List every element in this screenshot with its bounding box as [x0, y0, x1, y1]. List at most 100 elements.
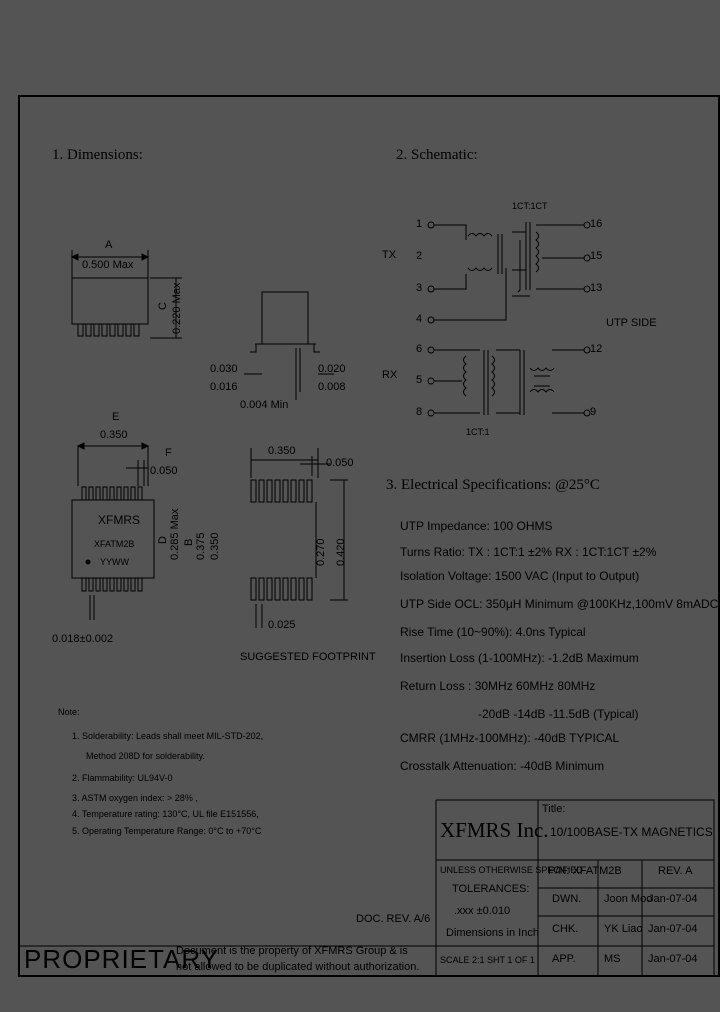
schematic-lines [427, 221, 591, 417]
dim-pin-width: 0.018±0.002 [52, 633, 114, 645]
title-label: Title: [542, 803, 566, 815]
dim-c-value: 0.220 Max [171, 282, 183, 334]
pin-12: 12 [590, 343, 603, 355]
title-block-lines [19, 799, 715, 976]
dim-lead-t2: 0.008 [318, 381, 346, 393]
pin-6: 6 [416, 343, 423, 355]
ratio-bottom: 1CT:1 [466, 427, 490, 437]
fp-pad: 0.025 [268, 619, 296, 631]
note-item: 1. Solderability: Leads shall meet MIL-S… [72, 731, 264, 741]
spec-line: CMRR (1MHz-100MHz): -40dB TYPICAL [400, 731, 620, 745]
spec-line: Insertion Loss (1-100MHz): -1.2dB Maximu… [400, 651, 639, 665]
pin-3: 3 [416, 282, 423, 294]
revision: REV. A [658, 865, 693, 877]
spec-line: Return Loss : 30MHz 60MHz 80MHz [400, 679, 596, 693]
dim-lead-w: 0.030 [210, 363, 238, 375]
dim-b-value2: 0.350 [209, 532, 221, 560]
tolerances-label: TOLERANCES: [452, 883, 530, 895]
company-name: XFMRS Inc. [440, 818, 549, 842]
dim-lead-min: 0.004 Min [240, 399, 289, 411]
spec-line: -20dB -14dB -11.5dB (Typical) [478, 707, 639, 721]
dim-b-label: B [183, 538, 195, 546]
pin-13: 13 [590, 282, 603, 294]
app-date: Jan-07-04 [648, 953, 698, 965]
dwn-name: Joon Moo [604, 893, 653, 905]
dimensions-heading: 1. Dimensions: [52, 147, 143, 163]
utp-side-label: UTP SIDE [606, 317, 657, 329]
dim-d-label: D [157, 536, 169, 544]
dim-a-value: 0.500 Max [82, 259, 134, 271]
chk-name: YK Liao [604, 923, 643, 935]
doc-rev: DOC. REV. A/6 [356, 913, 431, 925]
end-view [244, 291, 334, 400]
app-name: MS [604, 953, 621, 965]
tolerance-value: .xxx ±0.010 [454, 905, 511, 917]
chip-brand: XFMRS [98, 513, 140, 527]
note-item: 3. ASTM oxygen index: > 28% , [72, 793, 198, 803]
dim-e-value: 0.350 [100, 429, 128, 441]
pin-9: 9 [590, 406, 597, 418]
footprint-pads-top [250, 479, 313, 503]
ratio-top: 1CT:1CT [512, 201, 548, 211]
dim-d-value: 0.285 Max [169, 508, 181, 560]
part-number: P/N: XFATM2B [548, 865, 622, 877]
fp-pitch: 0.050 [326, 457, 354, 469]
dim-lead-w2: 0.016 [210, 381, 238, 393]
dim-e-label: E [112, 411, 120, 423]
top-view [71, 442, 155, 620]
dim-a-label: A [105, 239, 113, 251]
fp-gap: 0.270 [315, 538, 327, 566]
dwn-label: DWN. [552, 893, 582, 905]
spec-line: Isolation Voltage: 1500 VAC (Input to Ou… [400, 569, 640, 583]
note-item: 4. Temperature rating: 130°C, UL file E1… [72, 809, 259, 819]
schematic-heading: 2. Schematic: [396, 147, 478, 163]
dim-f-label: F [165, 447, 172, 459]
notes-title: Note: [58, 707, 80, 717]
pin-2: 2 [416, 250, 423, 262]
pin-4: 4 [416, 313, 423, 325]
rx-label: RX [382, 369, 398, 381]
footprint-pads-bottom [250, 577, 313, 601]
dim-b-value: 0.375 [195, 532, 207, 560]
side-leads [77, 323, 140, 337]
fp-height: 0.420 [335, 538, 347, 566]
tx-label: TX [382, 249, 397, 261]
dim-c-label: C [157, 302, 169, 310]
spec-line: Turns Ratio: TX : 1CT:1 ±2% RX : 1CT:1CT… [400, 545, 657, 559]
side-view [70, 250, 182, 339]
dimensions-unit: Dimensions in Inch [446, 927, 539, 939]
unless-specified: UNLESS OTHERWISE SPECIFIED [440, 865, 583, 875]
proprietary-text-2: not allowed to be duplicated without aut… [176, 961, 420, 973]
proprietary-text-1: Document is the property of XFMRS Group … [176, 945, 408, 957]
chk-date: Jan-07-04 [648, 923, 698, 935]
spec-line: UTP Impedance: 100 OHMS [400, 519, 553, 533]
spec-line: Rise Time (10~90%): 4.0ns Typical [400, 625, 586, 639]
scale-sheet: SCALE 2:1 SHT 1 OF 1 [440, 955, 535, 965]
dwn-date: Jan-07-04 [648, 893, 698, 905]
proprietary-label: PROPRIETARY [24, 944, 219, 974]
chip-part: XFATM2B [94, 539, 135, 549]
footprint-label: SUGGESTED FOOTPRINT [240, 651, 376, 663]
note-item: Method 208D for solderability. [86, 751, 205, 761]
pin-1: 1 [416, 218, 423, 230]
fp-width: 0.350 [268, 445, 296, 457]
sheet-border [18, 95, 720, 977]
chk-label: CHK. [552, 923, 579, 935]
dim-f-value: 0.050 [150, 465, 178, 477]
spec-line: Crosstalk Attenuation: -40dB Minimum [400, 759, 605, 773]
pin-15: 15 [590, 250, 603, 262]
pin-5: 5 [416, 374, 423, 386]
pin-16: 16 [590, 218, 603, 230]
chip-code: YYWW [100, 557, 129, 567]
note-item: 5. Operating Temperature Range: 0°C to +… [72, 826, 262, 836]
dim-lead-t: 0.020 [318, 363, 346, 375]
app-label: APP. [552, 953, 576, 965]
electrical-heading: 3. Electrical Specifications: @25°C [386, 477, 600, 493]
spec-line: UTP Side OCL: 350μH Minimum @100KHz,100m… [400, 597, 719, 611]
footprint [250, 448, 348, 628]
drawing-title: 10/100BASE-TX MAGNETICS [550, 825, 713, 839]
note-item: 2. Flammability: UL94V-0 [72, 773, 173, 783]
pin-8: 8 [416, 406, 423, 418]
